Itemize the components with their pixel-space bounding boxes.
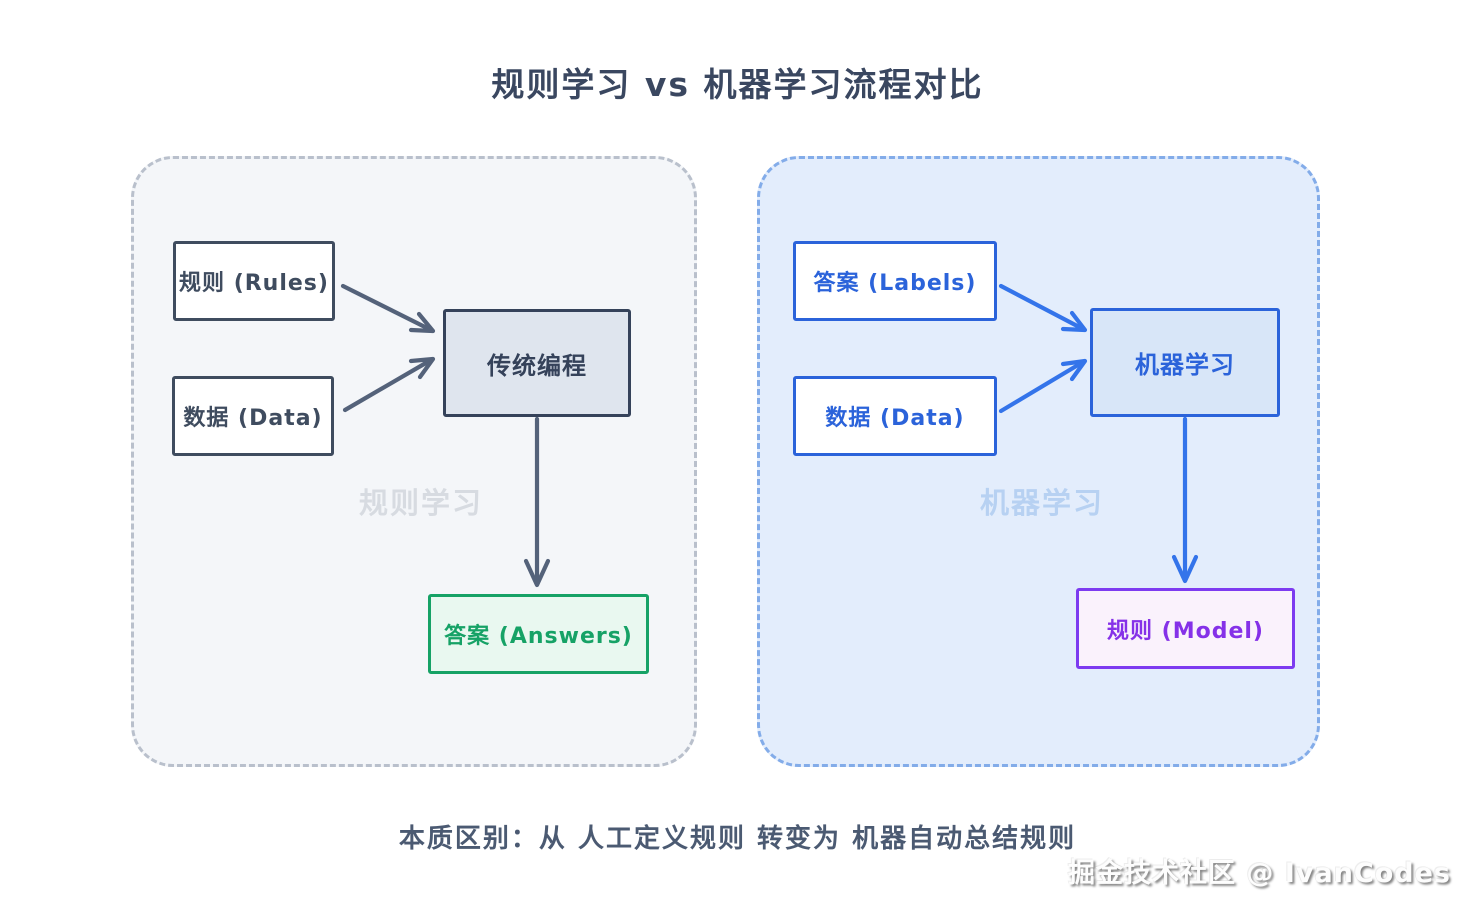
answers-box: 答案 (Answers) [428,594,649,674]
machine-learning-box: 机器学习 [1090,308,1280,417]
data-box-left: 数据 (Data) [172,376,334,456]
rules-box: 规则 (Rules) [173,241,335,321]
traditional-programming-box: 传统编程 [443,309,631,417]
data-box-right: 数据 (Data) [793,376,997,456]
page-title: 规则学习 vs 机器学习流程对比 [491,65,984,104]
machine-learning-watermark: 机器学习 [980,486,1105,520]
credit-watermark: 掘金技术社区 @ IvanCodes [1068,858,1451,889]
rule-learning-watermark: 规则学习 [359,486,484,520]
footer-summary: 本质区别：从 人工定义规则 转变为 机器自动总结规则 [398,824,1077,854]
model-box: 规则 (Model) [1076,588,1295,669]
labels-box: 答案 (Labels) [793,241,997,321]
